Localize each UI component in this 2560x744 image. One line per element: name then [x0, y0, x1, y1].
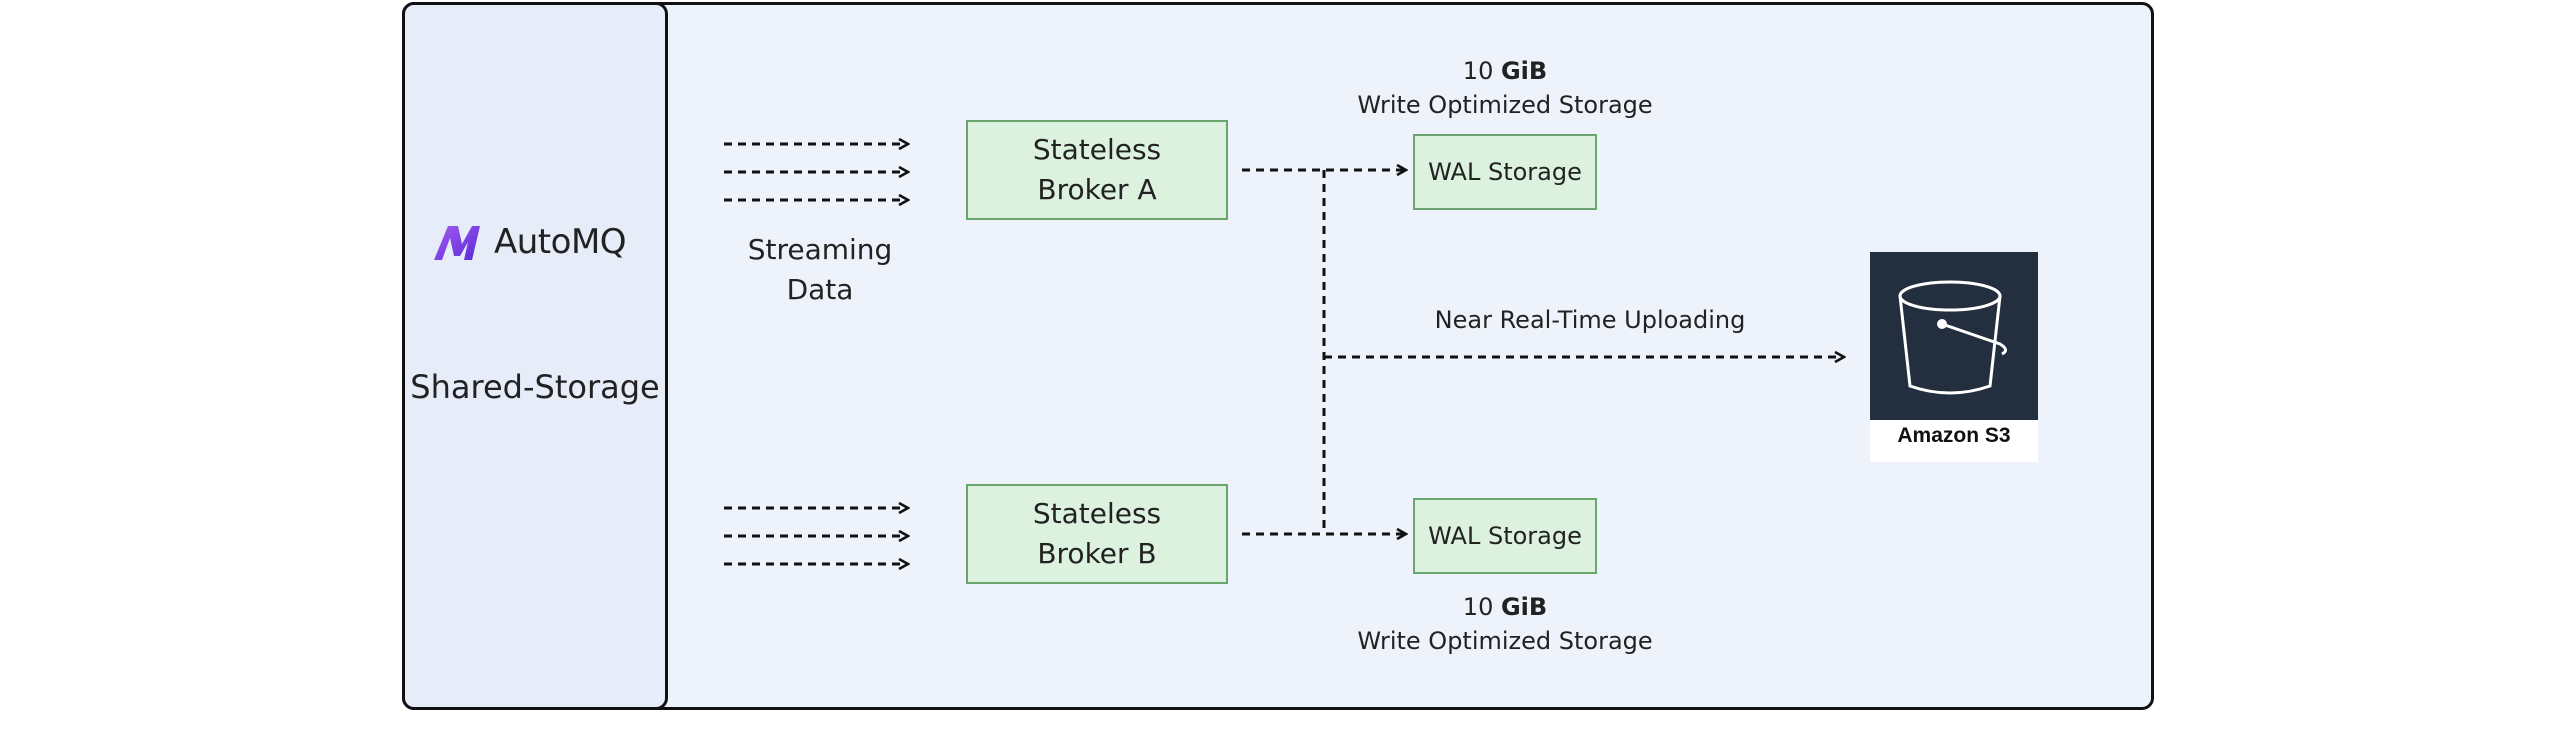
streaming-data-label: Streaming Data: [747, 233, 893, 306]
wal-a-capacity: 10 GiB: [1462, 57, 1548, 85]
brand-name: AutoMQ: [494, 222, 627, 262]
broker-b-box: Stateless Broker B: [966, 484, 1228, 584]
amazon-s3-node: Amazon S3: [1870, 252, 2038, 462]
shared-storage-panel: [402, 2, 668, 710]
wal-a-caption: 10 GiB Write Optimized Storage: [1305, 54, 1705, 122]
wal-a-caption-text: Write Optimized Storage: [1357, 91, 1653, 119]
automq-logo-icon: [434, 226, 480, 260]
s3-label: Amazon S3: [1897, 424, 2011, 447]
wal-b-caption-text: Write Optimized Storage: [1357, 627, 1653, 655]
broker-a-box: Stateless Broker A: [966, 120, 1228, 220]
wal-b-caption: 10 GiB Write Optimized Storage: [1305, 590, 1705, 658]
wal-storage-a: WAL Storage: [1413, 134, 1597, 210]
panel-title: Shared-Storage: [410, 368, 660, 406]
wal-b-capacity: 10 GiB: [1462, 593, 1548, 621]
diagram-frame: [402, 2, 2154, 710]
wal-storage-b: WAL Storage: [1413, 498, 1597, 574]
s3-bucket-icon: [1870, 252, 2038, 420]
automq-logo: AutoMQ: [432, 220, 642, 264]
upload-label: Near Real-Time Uploading: [1434, 306, 1746, 334]
